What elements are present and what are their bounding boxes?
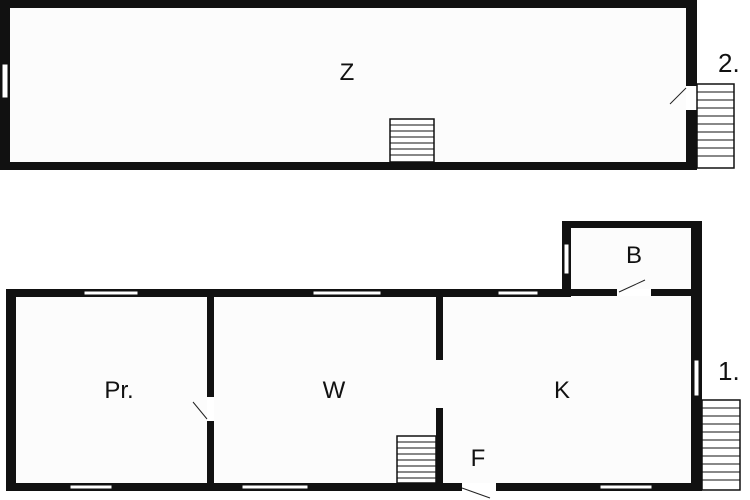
ground-floor-area — [6, 289, 702, 491]
window-bath-left — [563, 243, 570, 275]
window-kitchen-bottom — [599, 484, 653, 490]
window-living-bottom — [241, 484, 309, 490]
ground-floor: B Pr. W K F 1. — [6, 221, 741, 499]
ground-wall-left — [6, 289, 16, 491]
ground-stair — [396, 435, 437, 484]
ground-wall-bottom — [6, 483, 702, 491]
entrance-door-opening — [462, 483, 496, 491]
attic-door-opening — [686, 86, 697, 110]
door-leaf-pantry — [192, 401, 208, 420]
wall-living-kitchen-upper — [436, 289, 443, 360]
room-label-hall: F — [471, 445, 486, 472]
window-living-top — [312, 290, 382, 296]
window-pantry-top — [83, 290, 139, 296]
ground-exterior-stair — [701, 399, 741, 491]
upper-floor: Z 2. — [0, 0, 740, 170]
attic-wall-top — [0, 0, 697, 8]
room-label-attic: Z — [340, 59, 355, 86]
upper-exterior-stair — [696, 83, 735, 169]
wall-living-kitchen-lower — [436, 408, 443, 491]
door-opening-bath — [617, 289, 651, 296]
door-opening-pantry — [207, 397, 214, 421]
ground-wall-right — [691, 221, 702, 491]
ground-wall-top — [6, 289, 570, 297]
wall-pantry-living — [207, 289, 214, 491]
room-label-bath: B — [626, 242, 642, 269]
attic-stair-opening — [389, 118, 435, 163]
room-label-kitchen: K — [554, 377, 570, 404]
bath-wall-top — [562, 221, 702, 228]
door-leaf-bath — [618, 279, 646, 293]
window-kitchen-top — [497, 290, 539, 296]
attic-floor-area — [0, 0, 697, 170]
room-label-pantry: Pr. — [104, 377, 133, 404]
attic-wall-bottom — [0, 162, 697, 170]
floor-label-upper: 2. — [718, 48, 740, 78]
entrance-door-leaf — [461, 487, 491, 499]
window-pantry-bottom — [69, 484, 113, 490]
bath-floor-area — [562, 221, 702, 293]
room-label-living: W — [323, 377, 346, 404]
floor-label-ground: 1. — [718, 356, 740, 386]
attic-window-left — [1, 63, 9, 99]
window-kitchen-right — [693, 359, 700, 397]
attic-wall-right — [686, 0, 697, 170]
attic-door-leaf — [669, 87, 687, 105]
